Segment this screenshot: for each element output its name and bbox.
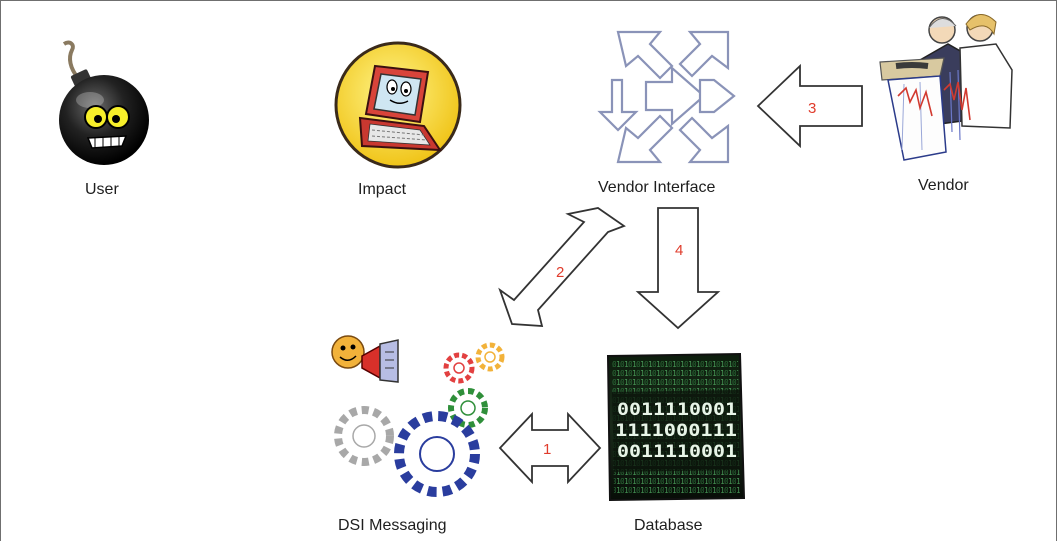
edge-3-arrow: 3 [756,63,863,149]
node-label-vendor-interface: Vendor Interface [598,179,716,196]
edge-label: 2 [556,264,564,281]
edge-label: 1 [543,441,551,458]
edge-label: 4 [675,242,683,259]
node-label-dsi-messaging: DSI Messaging [338,517,447,534]
gears-messenger-icon [331,335,505,497]
laptop-character-icon [334,41,462,169]
binary-row: 0011110001 [617,442,737,462]
edge-label: 3 [808,100,816,117]
node-label-vendor: Vendor [918,177,969,194]
bomb-character-icon [59,40,149,165]
binary-row: 1111000111 [615,421,737,441]
binary-row: 0011110001 [617,400,737,420]
node-label-impact: Impact [358,181,407,198]
edge-2-arrow: 2 [498,207,626,327]
node-label-user: User [85,181,119,198]
node-label-database: Database [634,517,703,534]
edge-4-arrow: 4 [635,207,721,330]
scientists-reading-chart-icon [879,14,1013,161]
puzzle-arrows-icon [597,30,736,164]
edge-1-arrow: 1 [498,411,602,485]
binary-data-screen-icon: 0011110001 1111000111 0011110001 [606,352,746,502]
